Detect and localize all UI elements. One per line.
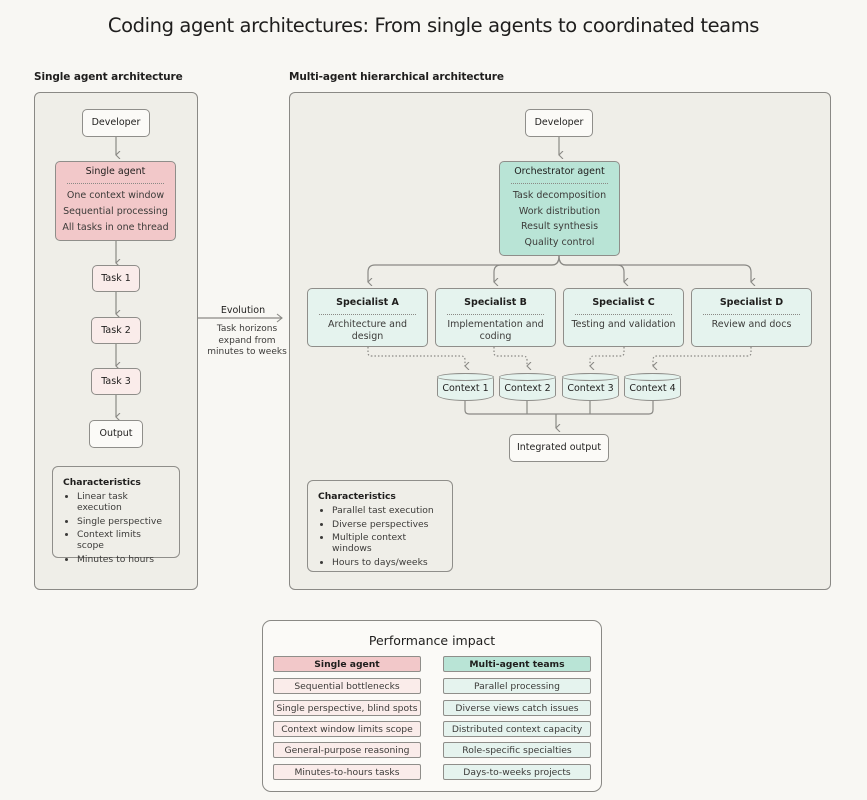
perf-row-multi: Distributed context capacity: [443, 721, 591, 737]
single-developer-label: Developer: [91, 117, 141, 129]
specialist-line: Architecture and: [327, 318, 408, 330]
context-label: Context 1: [442, 383, 489, 394]
characteristic-item: Multiple context windows: [332, 532, 442, 554]
single-output-node: Output: [89, 420, 143, 448]
characteristic-item: Minutes to hours: [77, 554, 169, 565]
orchestrator-line: Work distribution: [518, 205, 601, 217]
characteristics-heading: Characteristics: [63, 477, 141, 488]
single-agent-line: One context window: [66, 190, 165, 202]
perf-row-single: Context window limits scope: [273, 721, 421, 737]
single-agent-line: Sequential processing: [63, 206, 168, 217]
orchestrator-title: Orchestrator agent: [514, 165, 605, 177]
divider: [66, 183, 165, 185]
divider: [446, 313, 545, 315]
context-1-store: Context 1: [437, 373, 494, 401]
specialist-line: design: [351, 330, 384, 342]
perf-row-single: Single perspective, blind spots: [273, 700, 421, 716]
arrow-to-specialist-a: [368, 255, 560, 282]
single-agent-line: All tasks in one thread: [62, 221, 169, 233]
multi-characteristics-box: Characteristics Parallel tast execution …: [307, 480, 453, 572]
perf-row-multi: Role-specific specialties: [443, 742, 591, 758]
specialist-c-node: Specialist C Testing and validation: [563, 288, 684, 347]
perf-header-single: Single agent: [273, 656, 421, 672]
specialist-title: Specialist D: [719, 297, 784, 308]
specialist-a-node: Specialist A Architecture and design: [307, 288, 428, 347]
single-developer-node: Developer: [82, 109, 150, 137]
orchestrator-node: Orchestrator agent Task decomposition Wo…: [499, 161, 620, 256]
orchestrator-line: Quality control: [524, 237, 595, 249]
perf-row-multi: Parallel processing: [443, 678, 591, 694]
perf-row-single: Sequential bottlenecks: [273, 678, 421, 694]
single-section-label: Single agent architecture: [34, 71, 183, 83]
characteristic-item: Single perspective: [77, 516, 169, 527]
specialist-line: Testing and validation: [571, 318, 676, 330]
context-label: Context 2: [504, 383, 551, 394]
evolution-label: Evolution: [220, 305, 266, 316]
performance-title: Performance impact: [368, 633, 496, 648]
multi-developer-node: Developer: [525, 109, 593, 137]
task-label: Task 1: [101, 272, 131, 284]
task-node-3: Task 3: [91, 368, 141, 395]
context-3-store: Context 3: [562, 373, 619, 401]
page-title: Coding agent architectures: From single …: [107, 14, 760, 37]
dotted-d-to-context4: [653, 347, 752, 366]
multi-developer-label: Developer: [534, 117, 584, 129]
specialist-title: Specialist A: [336, 297, 399, 308]
multi-section-label: Multi-agent hierarchical architecture: [289, 71, 504, 83]
specialist-line: Implementation and: [447, 318, 544, 330]
specialist-title: Specialist B: [464, 297, 527, 308]
evolution-line: Task horizons: [216, 324, 278, 334]
perf-row-multi: Days-to-weeks projects: [443, 764, 591, 780]
divider: [318, 313, 417, 315]
context-4-store: Context 4: [624, 373, 681, 401]
perf-header-multi: Multi-agent teams: [443, 656, 591, 672]
context-label: Context 3: [567, 383, 614, 394]
single-agent-node: Single agent One context window Sequenti…: [55, 161, 176, 241]
task-label: Task 3: [101, 375, 131, 387]
context-merge-line: [464, 400, 654, 415]
orchestrator-line: Task decomposition: [512, 189, 607, 201]
characteristics-heading: Characteristics: [318, 491, 396, 502]
output-label: Output: [99, 428, 133, 440]
task-label: Task 2: [101, 324, 131, 336]
perf-row-multi: Diverse views catch issues: [443, 700, 591, 716]
dotted-c-to-context3: [590, 347, 625, 366]
evolution-description: Task horizons expand from minutes to wee…: [200, 324, 294, 359]
single-characteristics-box: Characteristics Linear task execution Si…: [52, 466, 180, 565]
specialist-d-node: Specialist D Review and docs: [691, 288, 812, 347]
perf-row-single: General-purpose reasoning: [273, 742, 421, 758]
dotted-a-to-context1: [367, 347, 465, 366]
divider: [702, 313, 801, 315]
perf-row-single: Minutes-to-hours tasks: [273, 764, 421, 780]
divider: [510, 182, 609, 184]
characteristic-item: Diverse perspectives: [332, 519, 442, 530]
arrow-to-specialist-b: [494, 255, 560, 282]
arrow-to-specialist-c: [558, 255, 624, 282]
characteristic-item: Linear task execution: [77, 491, 169, 513]
specialist-title: Specialist C: [592, 297, 655, 308]
evolution-line: expand from: [218, 335, 276, 346]
integrated-output-label: Integrated output: [516, 442, 602, 454]
specialist-line: Review and docs: [711, 318, 792, 330]
task-node-1: Task 1: [92, 265, 140, 292]
orchestrator-line: Result synthesis: [520, 221, 599, 233]
specialist-b-node: Specialist B Implementation and coding: [435, 288, 556, 347]
characteristic-item: Hours to days/weeks: [332, 557, 442, 568]
divider: [574, 313, 673, 315]
dotted-b-to-context2: [493, 347, 527, 366]
single-agent-title: Single agent: [85, 166, 146, 178]
arrow-to-specialist-d: [558, 255, 751, 282]
evolution-line: minutes to weeks: [207, 347, 287, 358]
context-2-store: Context 2: [499, 373, 556, 401]
context-label: Context 4: [629, 383, 676, 394]
task-node-2: Task 2: [91, 317, 141, 344]
integrated-output-node: Integrated output: [509, 434, 609, 462]
characteristic-item: Parallel tast execution: [332, 505, 442, 516]
characteristic-item: Context limits scope: [77, 529, 169, 551]
specialist-line: coding: [479, 330, 512, 342]
